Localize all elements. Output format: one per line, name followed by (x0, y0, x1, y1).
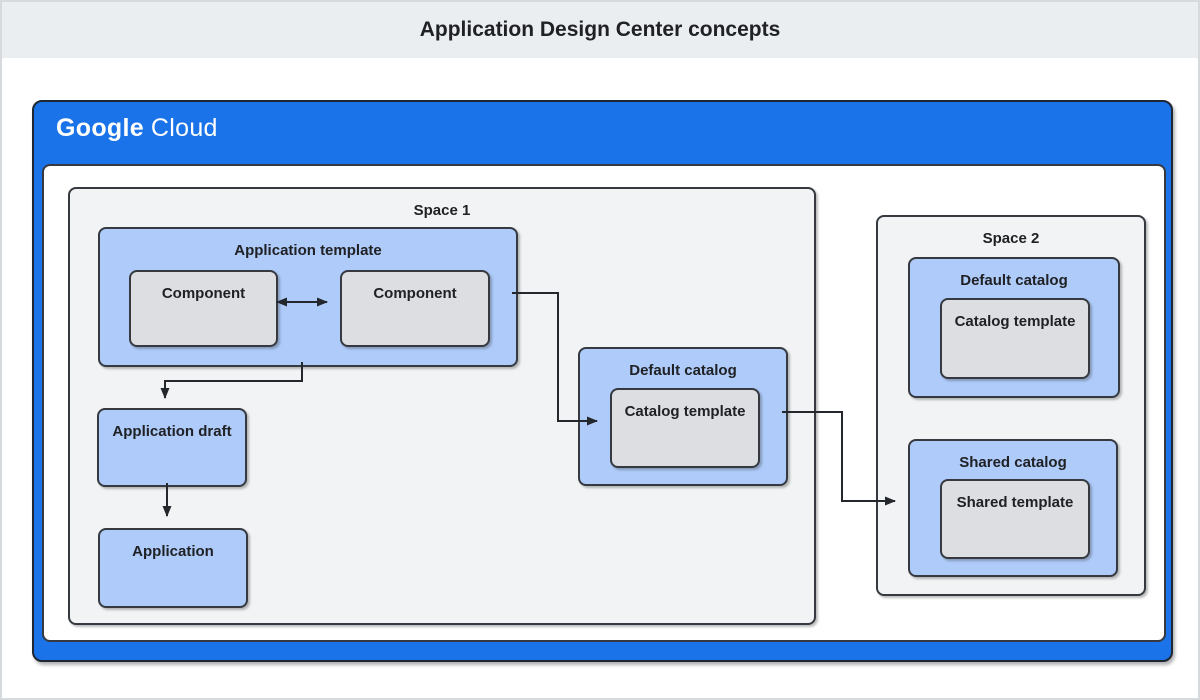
page-title: Application Design Center concepts (419, 18, 781, 41)
catalog-template-space2-label: Catalog template (954, 313, 1076, 330)
default-catalog-space1-label: Default catalog (629, 362, 737, 379)
shared-template-label: Shared template (956, 494, 1074, 511)
catalog-template-space1-label: Catalog template (624, 403, 746, 420)
space-1-label: Space 1 (413, 202, 471, 219)
application-draft-label: Application draft (112, 423, 232, 440)
application-template-label: Application template (234, 242, 382, 259)
application-label: Application (132, 543, 214, 560)
title-banner: Application Design Center concepts (2, 2, 1198, 58)
brand-google: Google (56, 114, 144, 142)
default-catalog-box-space1: Default catalog Catalog template (578, 347, 788, 486)
shared-template-box: Shared template (940, 479, 1090, 559)
brand-cloud: Cloud (150, 114, 218, 142)
component-right-label: Component (373, 285, 457, 302)
default-catalog-box-space2: Default catalog Catalog template (908, 257, 1120, 398)
space-2-label: Space 2 (982, 230, 1040, 247)
catalog-template-box-space1: Catalog template (610, 388, 760, 468)
space-1: Space 1 Application template Component C… (68, 187, 816, 625)
application-template-box: Application template Component Component (98, 227, 518, 367)
shared-catalog-label: Shared catalog (959, 454, 1067, 471)
project-area: Space 1 Application template Component C… (42, 164, 1166, 642)
component-box-right: Component (340, 270, 490, 347)
application-draft-box: Application draft (97, 408, 247, 487)
application-box: Application (98, 528, 248, 608)
catalog-template-box-space2: Catalog template (940, 298, 1090, 379)
space-2: Space 2 Default catalog Catalog template… (876, 215, 1146, 596)
component-left-label: Component (161, 285, 246, 302)
default-catalog-space2-label: Default catalog (960, 272, 1068, 289)
shared-catalog-box: Shared catalog Shared template (908, 439, 1118, 577)
component-box-left: Component (129, 270, 278, 347)
